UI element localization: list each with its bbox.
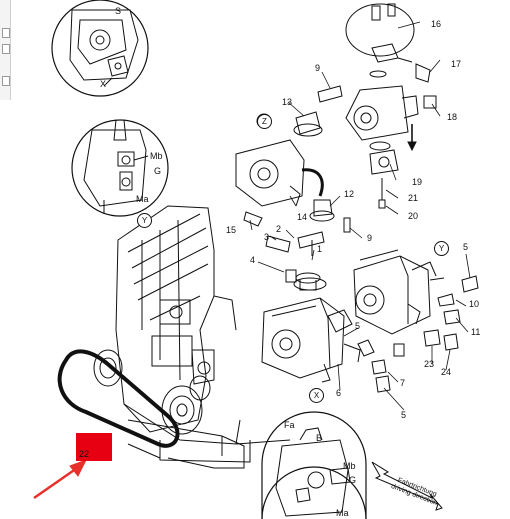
detail-circle-bottom <box>261 411 367 519</box>
callout-2: 2 <box>276 224 282 234</box>
callout-4: 4 <box>250 255 256 265</box>
red-pointer-arrow <box>33 459 88 500</box>
callout-18: 18 <box>447 112 458 122</box>
callout-13: 13 <box>282 97 293 107</box>
callout-12: 12 <box>344 189 355 199</box>
callout-21: 21 <box>408 193 419 203</box>
fittings-right <box>357 275 479 393</box>
viewer-side-strip <box>0 0 11 100</box>
hydrostatic-pump-center <box>261 297 361 383</box>
callout-7: 7 <box>400 378 406 388</box>
callout-16: 16 <box>431 19 442 29</box>
view-marker-x: X <box>309 388 324 403</box>
callout-19: 19 <box>412 177 423 187</box>
fittings-upper <box>293 85 343 137</box>
drive-belt <box>57 349 180 448</box>
fittings-middle <box>243 211 327 291</box>
engine-block <box>115 205 251 463</box>
base-frame <box>127 419 291 469</box>
strip-mark <box>2 28 10 38</box>
callout-5-mid: 5 <box>355 321 361 331</box>
view-marker-z: Z <box>257 114 272 129</box>
strip-mark <box>2 44 10 54</box>
callout-22: 22 <box>79 449 90 459</box>
detail-circle-left <box>71 119 169 217</box>
callout-6: 6 <box>336 388 342 398</box>
label-s: S <box>115 6 122 16</box>
label-mb-bottom: Mb <box>343 461 356 471</box>
label-g-left: G <box>154 166 162 176</box>
highlight-box-part-22: 22 <box>76 433 112 461</box>
callout-17: 17 <box>451 59 462 69</box>
callout-9-top: 9 <box>315 63 321 73</box>
driving-direction-arrow <box>371 461 443 511</box>
callout-23: 23 <box>424 359 435 369</box>
label-fa: Fa <box>284 420 295 430</box>
gear-pump-assembly <box>345 3 437 209</box>
label-ma-bottom: Ma <box>336 508 349 518</box>
callout-5-right: 5 <box>463 242 469 252</box>
label-ma-left: Ma <box>136 194 149 204</box>
leader-lines <box>249 21 471 411</box>
label-b: B <box>316 433 323 443</box>
callout-14: 14 <box>297 212 308 222</box>
callout-1: 1 <box>317 244 323 254</box>
callout-9-mid: 9 <box>367 233 373 243</box>
view-marker-y-right: Y <box>434 241 449 256</box>
callout-11: 11 <box>471 327 481 337</box>
label-g-bottom: G <box>349 475 357 485</box>
view-marker-y-left: Y <box>137 213 152 228</box>
callout-24: 24 <box>441 367 452 377</box>
strip-mark <box>2 76 10 86</box>
label-x-top: X <box>100 79 107 89</box>
callout-20: 20 <box>408 211 419 221</box>
detail-circle-top-left <box>51 0 149 97</box>
callout-5-bottom: 5 <box>401 410 407 420</box>
label-mb-left: Mb <box>150 151 163 161</box>
callout-15: 15 <box>226 225 237 235</box>
hydrostatic-pump-right <box>353 249 445 335</box>
callout-3: 3 <box>264 232 270 242</box>
callout-10: 10 <box>469 299 480 309</box>
